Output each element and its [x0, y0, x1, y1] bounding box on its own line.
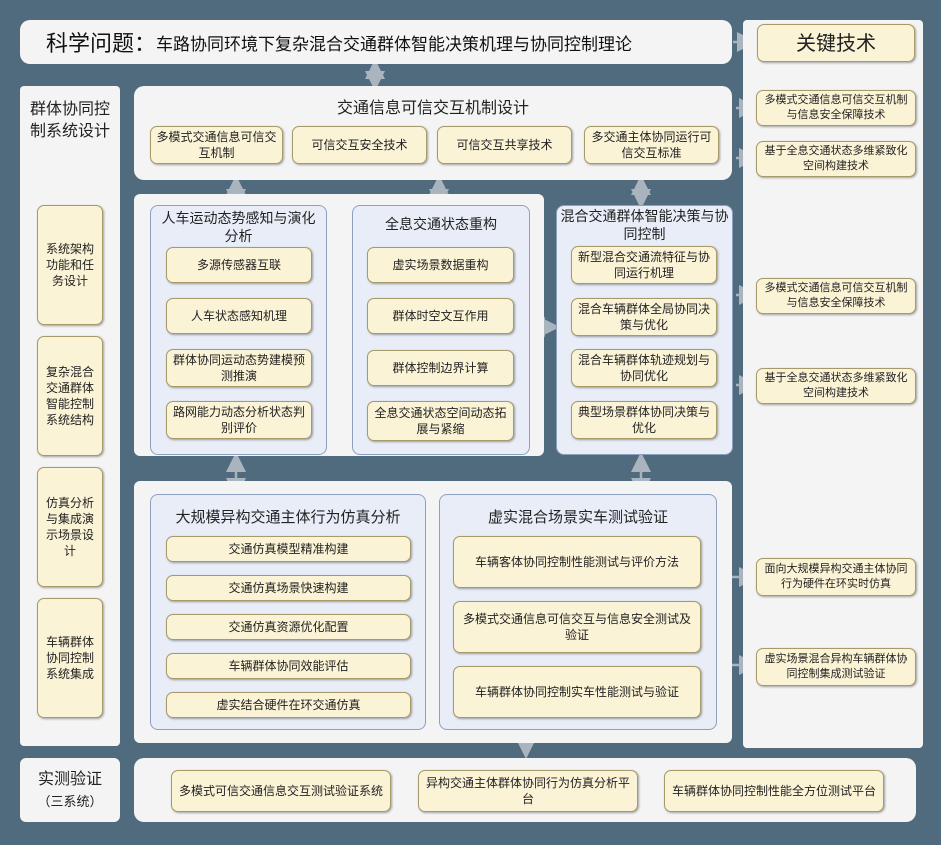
decision-item: 混合车辆群体轨迹规划与协同优化 — [571, 349, 717, 387]
trust-item: 可信交互安全技术 — [292, 126, 427, 164]
trust-item: 可信交互共享技术 — [437, 126, 572, 164]
simulation-item: 交通仿真模型精准构建 — [166, 536, 411, 562]
key-tech-item: 虚实场景混合异构车辆群体协同控制集成测试验证 — [756, 648, 916, 686]
decision-item: 典型场景群体协同决策与优化 — [571, 401, 717, 439]
left-system-design-title: 群体协同控制系统设计 — [29, 99, 110, 140]
science-question-label: 科学问题： — [46, 32, 157, 57]
trust-interaction-title: 交通信息可信交互机制设计 — [336, 98, 529, 117]
holographic-title: 全息交通状态重构 — [385, 217, 497, 233]
simulation-item: 交通仿真场景快速构建 — [166, 575, 411, 601]
field-test-title: 虚实混合场景实车测试验证 — [487, 508, 668, 526]
perception-title: 人车运动态势感知与演化分析 — [161, 211, 316, 246]
science-question-text: 车路协同环境下复杂混合交通群体智能决策机理与协同控制理论 — [156, 34, 633, 55]
simulation-item: 车辆群体协同效能评估 — [166, 653, 411, 679]
left-item: 车辆群体协同控制系统集成 — [37, 598, 103, 718]
simulation-item: 虚实结合硬件在环交通仿真 — [166, 692, 411, 718]
key-tech-item: 多模式交通信息可信交互机制与信息安全保障技术 — [756, 278, 916, 314]
perception-item: 群体协同运动态势建模预测推演 — [166, 349, 312, 387]
key-tech-item: 基于全息交通状态多维紧致化空间构建技术 — [756, 368, 916, 404]
holographic-item: 全息交通状态空间动态拓展与紧缩 — [367, 401, 514, 441]
field-test-item: 车辆群体协同控制实车性能测试与验证 — [453, 666, 701, 718]
decision-item: 混合车辆群体全局协同决策与优化 — [571, 298, 717, 336]
trust-item: 多模式交通信息可信交互机制 — [150, 126, 283, 164]
field-test-item: 多模式交通信息可信交互与信息安全测试及验证 — [453, 601, 701, 653]
bottom-system-item: 异构交通主体群体协同行为仿真分析平台 — [418, 770, 638, 812]
bottom-label-title: 实测验证 — [37, 769, 102, 788]
bottom-system-item: 多模式可信交通信息交互测试验证系统 — [171, 770, 391, 812]
left-item: 复杂混合交通群体智能控制系统结构 — [37, 336, 103, 456]
perception-item: 人车状态感知机理 — [166, 298, 312, 334]
bottom-label-panel — [20, 758, 120, 822]
trust-item: 多交通主体协同运行可信交互标准 — [584, 126, 719, 164]
perception-item: 路网能力动态分析状态判别评价 — [166, 401, 312, 439]
simulation-module — [150, 494, 426, 730]
holographic-item: 群体时空文互作用 — [367, 298, 514, 334]
holographic-item: 群体控制边界计算 — [367, 350, 514, 386]
bottom-label-subtitle: （三系统） — [37, 795, 103, 810]
science-question-bar: 科学问题： 车路协同环境下复杂混合交通群体智能决策机理与协同控制理论 — [20, 20, 732, 64]
field-test-item: 车辆客体协同控制性能测试与评价方法 — [453, 536, 701, 588]
decision-item: 新型混合交通流特征与协同运行机理 — [571, 246, 717, 284]
left-item: 系统架构功能和任务设计 — [37, 205, 103, 325]
key-tech-title: 关键技术 — [757, 24, 915, 62]
key-tech-item: 多模式交通信息可信交互机制与信息安全保障技术 — [756, 90, 916, 126]
simulation-title: 大规模异构交通主体行为仿真分析 — [175, 508, 401, 526]
left-item: 仿真分析与集成演示场景设计 — [37, 467, 103, 587]
simulation-item: 交通仿真资源优化配置 — [166, 614, 411, 640]
key-tech-item: 基于全息交通状态多维紧致化空间构建技术 — [756, 141, 916, 177]
holographic-item: 虚实场景数据重构 — [367, 247, 514, 283]
perception-item: 多源传感器互联 — [166, 247, 312, 283]
key-tech-item: 面向大规模异构交通主体协同行为硬件在环实时仿真 — [756, 558, 916, 596]
decision-title: 混合交通群体智能决策与协同控制 — [560, 209, 729, 244]
bottom-system-item: 车辆群体协同控制性能全方位测试平台 — [664, 770, 884, 812]
